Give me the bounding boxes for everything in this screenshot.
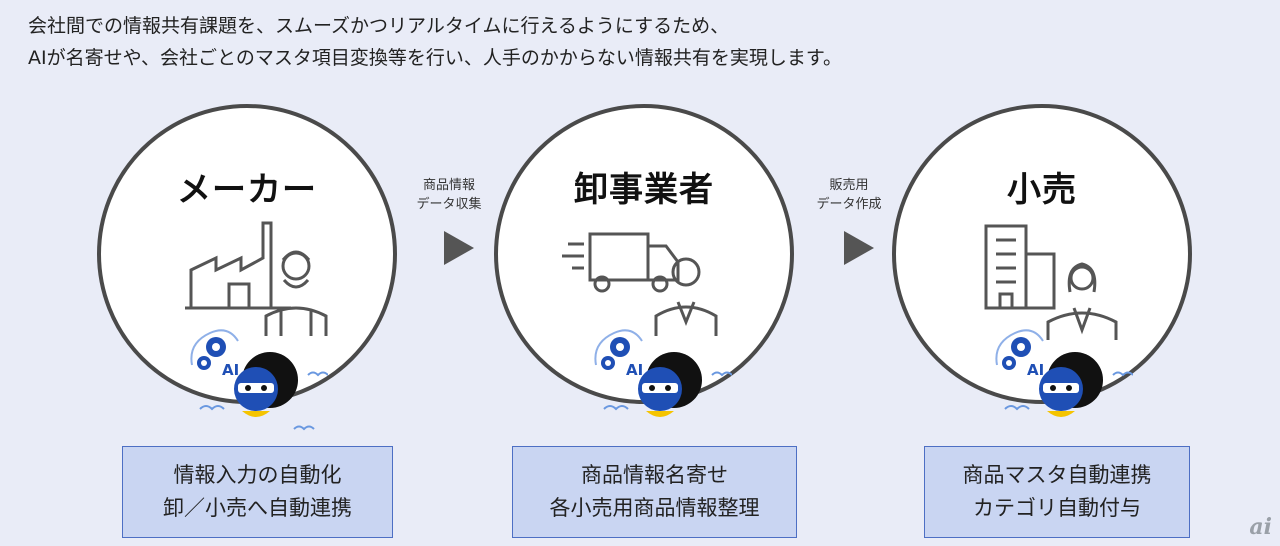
building-person-icon xyxy=(984,224,1118,340)
intro-text: 会社間での情報共有課題を、スムーズかつリアルタイムに行えるようにするため、 AI… xyxy=(28,10,1228,74)
intro-line-2: AIが名寄せや、会社ごとのマスタ項目変換等を行い、人手のかからない情報共有を実現… xyxy=(28,47,842,69)
stage-retail-description: 商品マスタ自動連携 カテゴリ自動付与 xyxy=(924,446,1190,538)
intro-line-1: 会社間での情報共有課題を、スムーズかつリアルタイムに行えるようにするため、 xyxy=(28,15,730,37)
arrow-caption-line-1: 販売用 xyxy=(829,178,869,193)
ai-badge: AI xyxy=(222,361,240,379)
description-line-2: カテゴリ自動付与 xyxy=(973,496,1141,520)
ai-ninja-mascot: AI xyxy=(993,325,1134,439)
arrow-caption-line-2: データ作成 xyxy=(816,197,882,212)
ai-badge: AI xyxy=(626,361,644,379)
arrow-caption-line-1: 商品情報 xyxy=(422,178,475,193)
stage-title: メーカー xyxy=(177,170,317,210)
watermark-logo: ai xyxy=(1249,514,1272,540)
stage-maker-circle: メーカー xyxy=(97,104,397,404)
arrow-caption-line-2: データ収集 xyxy=(416,197,482,212)
arrow-right-icon xyxy=(844,231,874,265)
stage-maker-description: 情報入力の自動化 卸／小売へ自動連携 xyxy=(122,446,393,538)
ai-ninja-icon xyxy=(190,329,329,431)
arrow-data-creation: 販売用 データ作成 xyxy=(794,176,904,265)
ai-badge: AI xyxy=(1027,361,1045,379)
stage-wholesaler-circle: 卸事業者 xyxy=(494,104,794,404)
stage-wholesaler-description: 商品情報名寄せ 各小売用商品情報整理 xyxy=(512,446,797,538)
description-line-1: 商品マスタ自動連携 xyxy=(962,463,1152,487)
ai-ninja-icon xyxy=(995,329,1134,417)
arrow-right-icon xyxy=(444,231,474,265)
arrow-data-collection: 商品情報 データ収集 xyxy=(394,176,504,265)
description-line-1: 商品情報名寄せ xyxy=(581,463,728,487)
ai-ninja-icon xyxy=(594,329,733,417)
description-line-2: 卸／小売へ自動連携 xyxy=(163,496,352,520)
ai-ninja-mascot: AI xyxy=(188,325,329,439)
ai-ninja-mascot: AI xyxy=(592,325,733,439)
stage-title: 卸事業者 xyxy=(574,170,714,210)
stage-retail-circle: 小売 xyxy=(892,104,1192,404)
description-line-2: 各小売用商品情報整理 xyxy=(549,496,760,520)
description-line-1: 情報入力の自動化 xyxy=(173,463,342,487)
stage-title: 小売 xyxy=(1007,170,1077,210)
factory-worker-icon xyxy=(185,221,328,336)
truck-person-icon xyxy=(562,232,718,336)
